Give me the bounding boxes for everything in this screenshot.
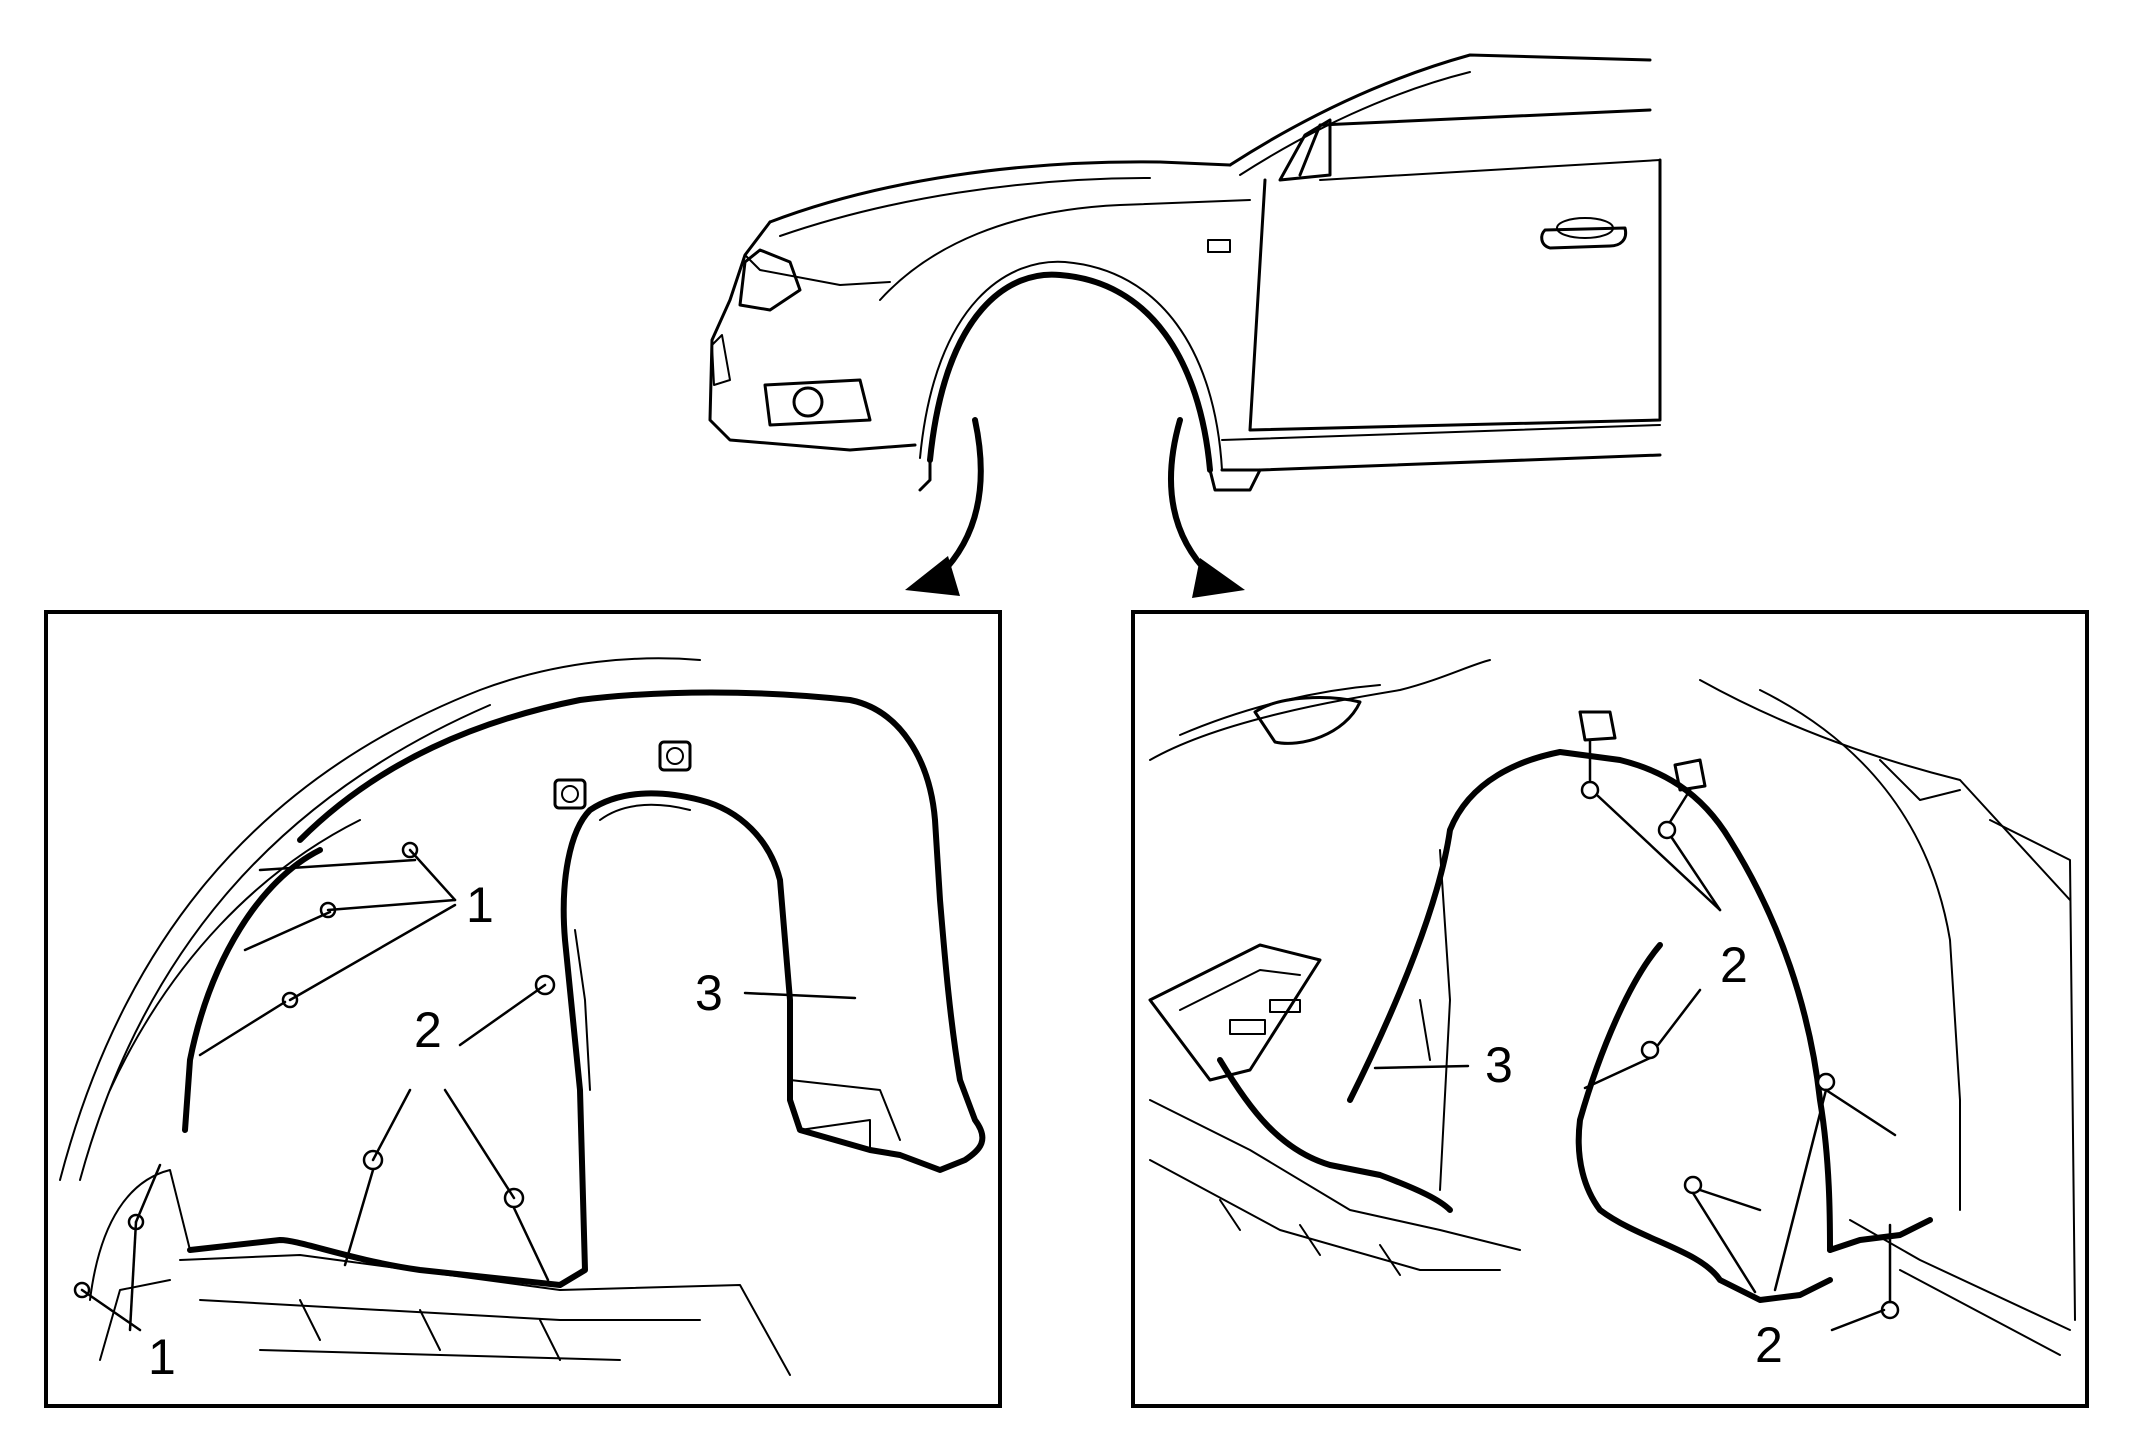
right-callout-2-bottom: 2 <box>1755 1317 1783 1373</box>
left-callout-3: 3 <box>695 965 723 1021</box>
vehicle-overview <box>708 53 1662 598</box>
right-callout-3: 3 <box>1485 1037 1513 1093</box>
fasteners-2 <box>343 974 556 1282</box>
left-detail-panel <box>44 610 1002 1408</box>
left-callout-1-bottom: 1 <box>148 1329 176 1385</box>
left-callout-1-top: 1 <box>466 877 494 933</box>
right-callout-2-top: 2 <box>1720 937 1748 993</box>
fasteners-1 <box>73 841 419 1299</box>
right-detail-panel <box>1131 610 2089 1408</box>
fasteners-2-right <box>1580 738 1900 1320</box>
left-callout-2: 2 <box>414 1002 442 1058</box>
